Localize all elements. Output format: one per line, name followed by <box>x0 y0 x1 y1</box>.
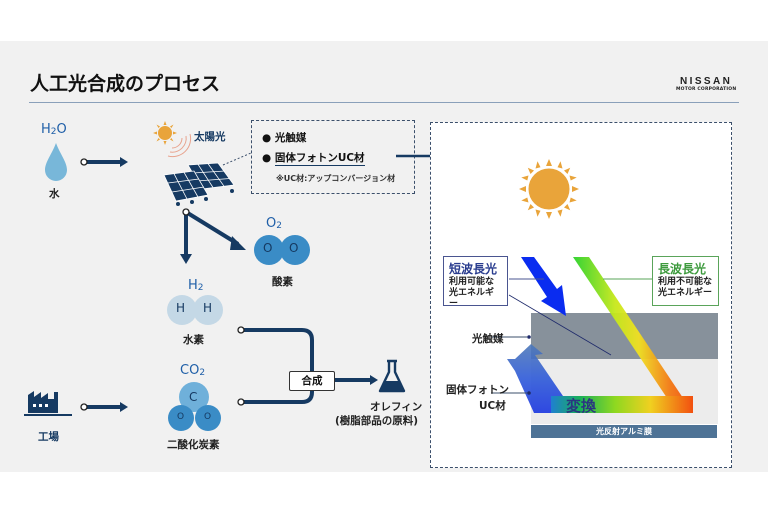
oxygen-atom: O <box>289 241 299 255</box>
short-wave-line1: 利用可能な <box>449 277 495 287</box>
co2-label: 二酸化炭素 <box>167 439 220 451</box>
short-callout-diag <box>508 294 612 356</box>
arrow-water-to-solar <box>80 157 128 167</box>
co2-formula-main: CO <box>180 363 200 378</box>
water-formula-h: H <box>41 122 51 137</box>
page-title: 人工光合成のプロセス <box>30 73 221 95</box>
co2-formula-sub: 2 <box>199 368 206 378</box>
synthesis-connector <box>237 326 378 406</box>
converted-beam-up <box>507 344 563 413</box>
water-label: 水 <box>49 188 60 200</box>
bullet-icon: ● <box>262 152 272 164</box>
info-connector-line <box>222 152 252 166</box>
short-wave-line2: 光エネルギー <box>449 288 495 309</box>
olefin-sublabel: (樹脂部品の原料) <box>335 415 419 427</box>
long-wave-beam <box>573 257 693 413</box>
water-formula-o: O <box>56 122 67 137</box>
bullet-icon: ● <box>262 132 272 144</box>
material-info-box: ● 光触媒 ● 固体フォトンUC材 ※UC材:アップコンバージョン材 <box>251 120 415 194</box>
long-wave-line2: 光エネルギー <box>658 288 713 298</box>
co2-atom-c: C <box>189 390 198 404</box>
co2-atom-o: O <box>204 412 212 422</box>
hydrogen-atom: H <box>176 301 186 315</box>
hydrogen-label: 水素 <box>183 334 204 346</box>
light-beams <box>491 257 693 413</box>
olefin-label: オレフィン <box>370 401 423 413</box>
conversion-label: 変換 <box>566 397 597 415</box>
converted-beam-bottom <box>551 396 693 413</box>
nissan-logo: NISSAN MOTOR CORPORATION <box>676 76 736 92</box>
hydrogen-molecule-icon <box>167 295 223 325</box>
logo-subtitle: MOTOR CORPORATION <box>676 87 737 92</box>
water-formula-sub: 2 <box>50 127 57 137</box>
uc-material-label-line2: UC材 <box>479 400 506 412</box>
info-item-photocatalyst: ● 光触媒 <box>262 130 306 145</box>
co2-atom-o: O <box>177 412 185 422</box>
solar-panel-icon <box>163 162 235 206</box>
co2-formula: CO2 <box>180 363 205 378</box>
long-wave-callout: 長波長光 利用不可能な 光エネルギー <box>652 256 719 306</box>
sunlight-label: 太陽光 <box>194 131 226 143</box>
oxygen-label: 酸素 <box>272 276 293 288</box>
hydrogen-formula-main: H <box>188 278 198 293</box>
oxygen-atom: O <box>263 241 273 255</box>
oxygen-molecule-icon <box>254 235 310 265</box>
hydrogen-atom: H <box>203 301 213 315</box>
sun-large-icon <box>519 159 579 219</box>
short-wave-callout: 短波長光 利用可能な 光エネルギー <box>443 256 508 309</box>
long-wave-title: 長波長光 <box>658 262 707 276</box>
photocatalyst-label: 光触媒 <box>472 333 504 345</box>
logo-brand: NISSAN <box>680 76 733 87</box>
info-item-label: 固体フォトンUC材 <box>274 152 365 166</box>
split-arrows <box>180 208 246 264</box>
sun-icon <box>153 121 192 158</box>
water-formula: H2O <box>41 122 67 137</box>
info-item-uc-material: ● 固体フォトンUC材 <box>262 150 365 166</box>
hydrogen-formula: H2 <box>188 278 204 293</box>
uc-material-label-line1: 固体フォトン <box>446 384 509 396</box>
oxygen-formula-sub: 2 <box>276 221 282 231</box>
info-item-label: 光触媒 <box>274 132 307 144</box>
long-wave-line1: 利用不可能な <box>658 277 713 287</box>
water-drop-icon <box>45 143 67 181</box>
uc-material-layer <box>531 359 718 424</box>
flask-icon <box>378 359 406 393</box>
synthesis-box: 合成 <box>289 371 335 391</box>
arrow-factory-to-co2 <box>80 402 128 412</box>
short-wave-title: 短波長光 <box>449 262 498 276</box>
slide: 人工光合成のプロセス NISSAN MOTOR CORPORATION H2O … <box>0 41 768 472</box>
aluminum-film-layer: 光反射アルミ膜 <box>531 425 717 438</box>
factory-icon <box>24 391 72 416</box>
oxygen-formula-main: O <box>266 216 277 231</box>
co2-molecule-icon <box>168 382 221 431</box>
oxygen-formula: O2 <box>266 216 282 231</box>
factory-label: 工場 <box>38 431 59 443</box>
hydrogen-formula-sub: 2 <box>197 283 204 293</box>
title-divider <box>29 102 739 103</box>
short-wave-arrow <box>521 257 566 316</box>
info-note: ※UC材:アップコンバージョン材 <box>276 174 396 183</box>
